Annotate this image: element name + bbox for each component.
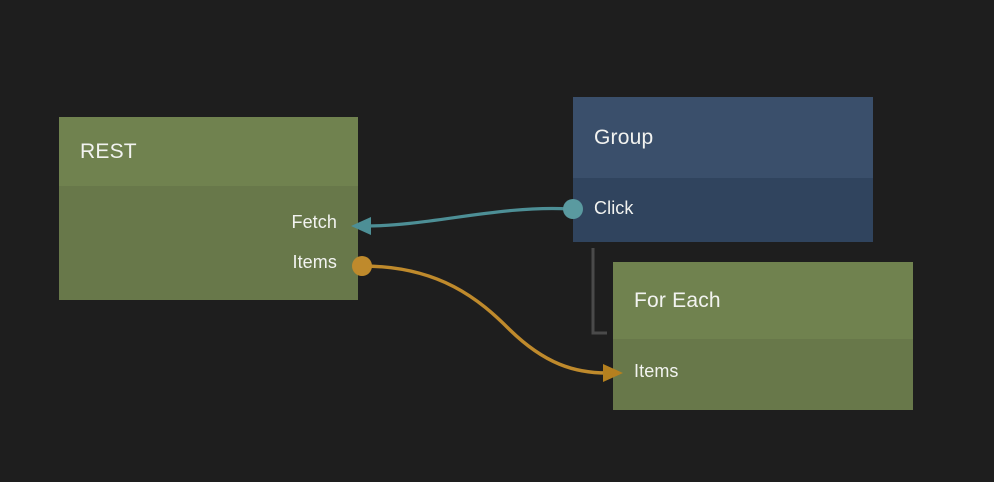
edge-click-to-fetch-line [364,206,572,228]
port-for-each-items[interactable]: Items [613,351,913,391]
port-rest-items[interactable]: Items [59,242,358,282]
node-for-each[interactable]: For Each Items [613,262,913,410]
edge-group-contains-foreach [591,248,607,335]
port-rest-fetch-label: Fetch [291,211,337,232]
node-for-each-header[interactable]: For Each [613,262,913,339]
node-rest[interactable]: REST Fetch Items [59,117,358,300]
port-group-click-label: Click [594,197,634,218]
port-for-each-items-label: Items [634,360,679,381]
edge-items-to-items-line [360,264,609,375]
node-rest-body: Fetch Items [59,186,358,300]
node-rest-title: REST [80,139,137,163]
node-for-each-title: For Each [634,288,721,312]
port-dot-group-click[interactable] [563,199,583,219]
node-group-body: Click [573,178,873,242]
port-rest-items-label: Items [292,251,337,272]
port-dot-rest-items[interactable] [352,256,372,276]
port-rest-fetch[interactable]: Fetch [59,202,358,242]
port-group-click[interactable]: Click [573,188,873,228]
node-rest-header[interactable]: REST [59,117,358,186]
node-group[interactable]: Group Click [573,97,873,242]
node-group-header[interactable]: Group [573,97,873,178]
node-for-each-body: Items [613,339,913,410]
node-group-title: Group [594,125,654,149]
